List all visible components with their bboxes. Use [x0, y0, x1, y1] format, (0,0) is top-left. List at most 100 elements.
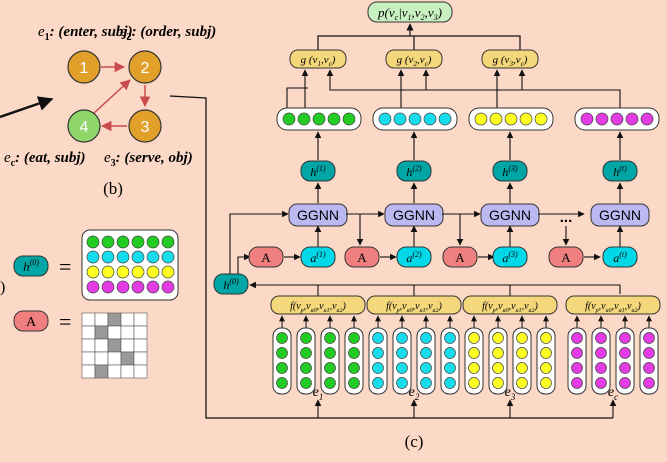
activation-badge[interactable]: a(2) — [396, 246, 432, 268]
event-vector — [372, 107, 458, 131]
argument-column — [615, 315, 635, 395]
h0-badge[interactable]: h(0) — [213, 273, 249, 295]
adjacency-cell — [133, 312, 148, 327]
ggnn-label: GGNN — [297, 207, 339, 223]
adjacency-cell — [94, 364, 109, 379]
adjacency-cell — [94, 325, 109, 340]
argument-dot — [540, 362, 552, 374]
hidden-state-badge[interactable]: h(t) — [602, 160, 638, 182]
adjacency-A-label: A — [455, 250, 465, 265]
hidden-state-badge[interactable]: h(1) — [300, 160, 336, 182]
ggnn-to-h-arrows — [314, 182, 624, 203]
legend-dot — [161, 265, 175, 279]
hidden-state-badges: h(1) h(2) h(3) h(t) — [300, 160, 638, 182]
argument-dot — [348, 362, 360, 374]
argument-dot — [372, 347, 384, 359]
legend-adjacency-matrix — [81, 312, 148, 379]
adjacency-cell — [120, 351, 135, 366]
legend-a-badge — [13, 310, 49, 332]
vector-dot — [625, 112, 639, 126]
adjacency-cell — [120, 338, 135, 353]
activation-badge[interactable]: a(t) — [602, 246, 638, 268]
legend-dot — [146, 265, 160, 279]
connector-to-panel-c — [169, 95, 613, 419]
adjacency-cell — [81, 325, 96, 340]
adjacency-A-label: A — [261, 250, 271, 265]
argument-dot — [619, 377, 631, 389]
argument-dot — [300, 332, 312, 344]
g-box-3[interactable]: g (v3,vc) — [481, 49, 539, 69]
adjacency-cell — [120, 364, 135, 379]
composition-function-box[interactable]: f(vp,va0,va1,va2) — [462, 295, 558, 315]
ggnn-box[interactable]: GGNN — [480, 203, 540, 227]
ggnn-box[interactable]: GGNN — [288, 203, 348, 227]
panel-c: p(vc|v1,v2,v3) g (v1,vc) g (v2,vc) g (v3… — [213, 1, 661, 451]
composition-function-box[interactable]: f(vp,va0,va1,va2) — [270, 295, 366, 315]
legend-dot — [146, 250, 160, 264]
argument-column — [392, 315, 412, 395]
argument-dot — [348, 347, 360, 359]
adjacency-A-badge[interactable]: A — [442, 246, 478, 268]
legend-paren: ) — [0, 279, 5, 296]
argument-dot — [372, 332, 384, 344]
argument-dot — [468, 347, 480, 359]
composition-function-box[interactable]: f(vp,va0,va1,va2) — [366, 295, 462, 315]
g-box-1[interactable]: g (v1,vc) — [289, 49, 347, 69]
legend-dot — [161, 250, 175, 264]
argument-dot — [276, 362, 288, 374]
event-vector — [574, 107, 660, 131]
edge-4-2 — [93, 79, 131, 114]
output-probability-box[interactable] — [367, 1, 453, 23]
argument-embedding-columns — [272, 315, 659, 395]
ggnn-box[interactable]: GGNN — [590, 203, 650, 227]
argument-dot — [516, 347, 528, 359]
node-3-label: 3 — [141, 119, 150, 136]
vector-dot — [423, 112, 437, 126]
adjacency-A-badge[interactable]: A — [548, 246, 584, 268]
ggnn-box[interactable]: GGNN — [384, 203, 444, 227]
vector-dot — [595, 112, 609, 126]
legend-dot — [101, 280, 115, 294]
activation-label: a(2) — [406, 250, 422, 265]
argument-dot — [516, 362, 528, 374]
argument-dot — [348, 332, 360, 344]
vector-dot — [504, 112, 518, 126]
event-label: ec — [608, 385, 618, 402]
argument-dot — [595, 332, 607, 344]
composition-function-box[interactable]: f(vp,va0,va1,va2) — [565, 295, 661, 315]
ggnn-recurrent-arrows — [229, 210, 585, 274]
legend-dot — [131, 235, 145, 249]
vector-dot — [297, 112, 311, 126]
node-2-label: 2 — [141, 60, 150, 77]
argument-dot — [444, 362, 456, 374]
hidden-state-badge[interactable]: h(3) — [492, 160, 528, 182]
vector-dot — [393, 112, 407, 126]
hidden-state-badge[interactable]: h(2) — [396, 160, 432, 182]
node-3[interactable]: 3 — [128, 109, 162, 143]
activation-label: a(t) — [613, 250, 627, 265]
argument-dot — [571, 377, 583, 389]
ggnn-label: GGNN — [599, 207, 641, 223]
node-2[interactable]: 2 — [128, 50, 162, 84]
node-4[interactable]: 4 — [67, 109, 101, 143]
adjacency-A-badge[interactable]: A — [344, 246, 380, 268]
adjacency-A-badge[interactable]: A — [248, 246, 284, 268]
event-label-e3: e3: (serve, obj) — [104, 150, 193, 169]
g-box-2[interactable]: g (v2,vc) — [385, 49, 443, 69]
adjacency-cell — [107, 325, 122, 340]
argument-column — [567, 315, 587, 395]
svg-text:h(0): h(0) — [223, 277, 239, 292]
composition-function-label: f(vp,va0,va1,va2) — [482, 301, 538, 314]
argument-dot — [276, 347, 288, 359]
legend-h0-dots — [86, 235, 175, 294]
argument-column — [344, 315, 364, 395]
node-1[interactable]: 1 — [67, 50, 101, 84]
vector-dot — [342, 112, 356, 126]
ggnn-ellipsis: ... — [560, 209, 573, 226]
vector-dot — [474, 112, 488, 126]
legend-dot — [116, 235, 130, 249]
argument-dot — [643, 377, 655, 389]
argument-column — [639, 315, 659, 395]
activation-badge[interactable]: a(1) — [300, 246, 336, 268]
activation-badge[interactable]: a(3) — [492, 246, 528, 268]
